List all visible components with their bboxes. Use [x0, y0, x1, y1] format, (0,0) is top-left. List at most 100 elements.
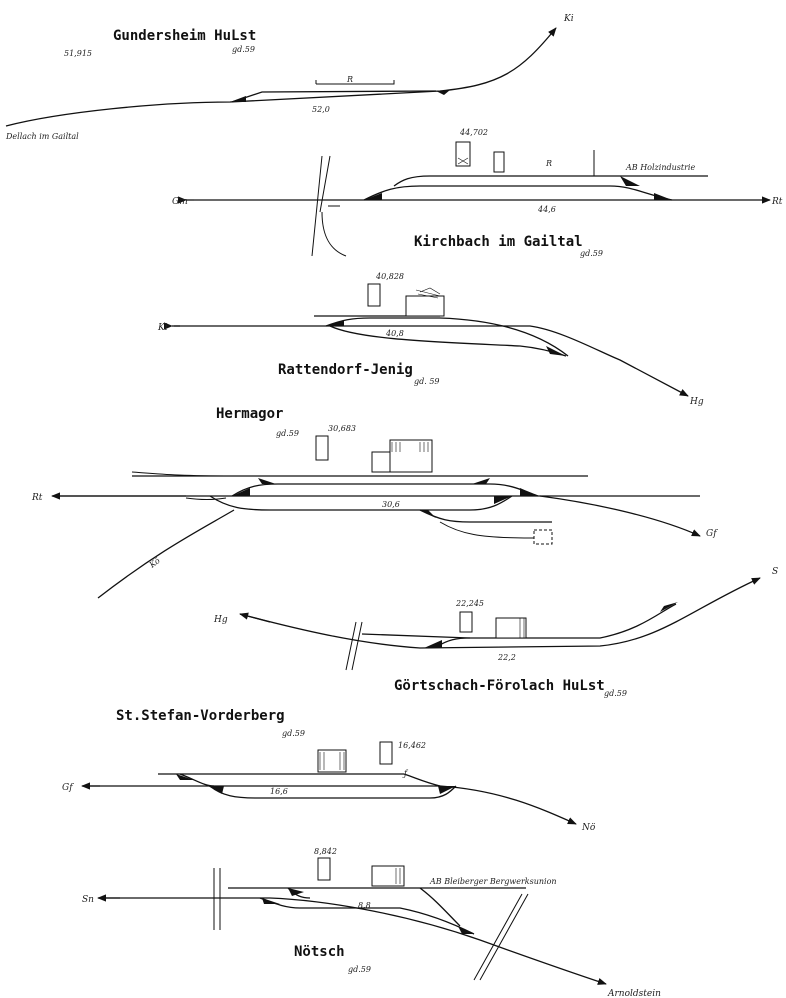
- branch-siding: [439, 521, 552, 539]
- siding-label: AB Holzindustrie: [625, 163, 695, 172]
- direction-right: Nö: [581, 823, 596, 833]
- station-gundersheim: Gundersheim HuLst 51,915 gd.59 R 52,0 De…: [5, 14, 574, 141]
- stamp: gd.59: [604, 689, 627, 698]
- station-building: [379, 741, 393, 765]
- platform-label: R: [545, 159, 552, 168]
- direction-left: Dellach im Gailtal: [5, 132, 79, 141]
- shed-hatch: [395, 868, 401, 884]
- switch-frog: [458, 926, 474, 934]
- stamp: gd. 59: [414, 377, 440, 386]
- station-name: Kirchbach im Gailtal: [414, 234, 583, 250]
- direction-left: Hg: [213, 615, 228, 625]
- stamp: gd.59: [282, 729, 305, 738]
- direction-right: S: [772, 567, 778, 577]
- station-hermagor: Hermagor gd.59 30,683 30,6 Rt Gf Kö: [31, 406, 718, 599]
- freight-shed: [405, 295, 445, 317]
- end-shed: [533, 529, 553, 545]
- switch-frog: [326, 320, 344, 326]
- switch-frog: [420, 510, 436, 518]
- faded-track: [131, 471, 233, 500]
- bridge: [473, 893, 529, 981]
- station-building: [367, 283, 381, 307]
- stamp: gd.59: [232, 45, 255, 54]
- switch-frog: [438, 786, 456, 794]
- main-track-right: [539, 495, 701, 537]
- loop-upper: [419, 887, 461, 927]
- switch-frog: [436, 90, 450, 95]
- loop-track: [325, 317, 569, 357]
- switch-frog: [258, 478, 276, 484]
- main-track-left-arrow: [239, 612, 271, 623]
- switch-frog: [288, 888, 304, 896]
- switch-frog: [546, 346, 566, 356]
- track-length: 8,8: [358, 901, 371, 910]
- station-name: Nötsch: [294, 944, 345, 960]
- platform-bracket: [315, 80, 395, 85]
- switch-frog: [230, 96, 246, 102]
- station-goertschach: 22,245 22,2 Hg S Görtschach-Förolach HuL…: [213, 567, 778, 698]
- shed-hatch: [319, 752, 345, 770]
- switch-frog: [620, 176, 640, 186]
- freight-hall: [389, 439, 433, 473]
- station-name: Rattendorf-Jenig: [278, 362, 413, 378]
- station-km: 40,828: [375, 272, 404, 281]
- branch-label: Kö: [147, 556, 162, 570]
- direction-left: Ki: [157, 323, 168, 333]
- stamp: gd.59: [276, 429, 299, 438]
- station-building: [315, 435, 329, 461]
- track-length: 30,6: [382, 500, 400, 509]
- station-building: [317, 857, 331, 881]
- shed: [493, 151, 505, 173]
- direction-right: Ki: [563, 14, 574, 24]
- station-km: 51,915: [64, 49, 92, 58]
- main-track: [239, 577, 761, 649]
- loop-track: [363, 185, 673, 201]
- station-rattendorf: 40,828 40,8 Ki Hg Rattendorf-Jenig gd. 5…: [157, 272, 704, 407]
- branch-line: [97, 509, 235, 599]
- direction-right: Rt: [771, 197, 783, 207]
- loop-track-lower: [209, 495, 513, 511]
- main-track: [86, 785, 577, 825]
- switch-frog: [424, 640, 442, 648]
- platform-label: R: [346, 75, 353, 84]
- switch-frog: [208, 786, 224, 794]
- main-track: [100, 897, 607, 985]
- switch-frog: [654, 193, 672, 200]
- station-noetsch: 8,842 AB Bleiberger Bergwerksunion 8,8 S…: [82, 847, 661, 998]
- station-ststefan: St.Stefan-Vorderberg gd.59 16,462 ƒ 16,6…: [62, 708, 596, 833]
- station-km: 16,462: [398, 741, 426, 750]
- station-km: 30,683: [328, 424, 356, 433]
- siding-label: AB Bleiberger Bergwerksunion: [429, 877, 557, 886]
- switch-frog: [660, 602, 678, 612]
- building-marker: [457, 157, 469, 165]
- station-building: [455, 141, 471, 167]
- station-name: Hermagor: [216, 406, 283, 422]
- track-length: 40,8: [385, 329, 404, 338]
- hall-hatch: [391, 442, 429, 452]
- goods-shed: [371, 865, 405, 887]
- switch-frog: [520, 488, 538, 496]
- track-length: 22,2: [497, 653, 516, 662]
- loop-track-upper: [231, 483, 539, 497]
- direction-left: Gm: [172, 197, 188, 207]
- station-km: 22,245: [455, 599, 484, 608]
- loop-track: [437, 603, 677, 647]
- main-track: [5, 27, 557, 127]
- signal-mark: ƒ: [402, 769, 409, 778]
- track-length: 16,6: [270, 787, 288, 796]
- switch-frog: [472, 478, 490, 484]
- stamp: gd.59: [348, 965, 371, 974]
- track-length: 44,6: [537, 205, 556, 214]
- road-crossing: [311, 155, 347, 257]
- direction-right: Arnoldstein: [607, 989, 661, 998]
- switch-frog: [232, 488, 250, 496]
- station-km: 8,842: [314, 847, 337, 856]
- road-crossing: [345, 621, 363, 671]
- lower-loop: [329, 325, 567, 357]
- station-km: 44,702: [459, 128, 488, 137]
- siding-track: [393, 175, 708, 187]
- switch-frog: [364, 193, 382, 200]
- direction-left: Sn: [82, 895, 94, 905]
- station-name: Gundersheim HuLst: [113, 28, 256, 44]
